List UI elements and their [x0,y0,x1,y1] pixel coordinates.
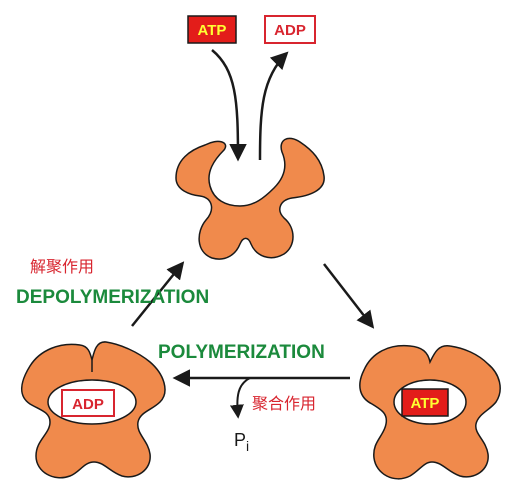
pi-label: Pi [234,430,249,454]
adp-tag-left: ADP [61,389,115,417]
depolymerization-label: DEPOLYMERIZATION [16,287,209,308]
pi-subscript: i [246,438,249,454]
polymerization-zh-label: 聚合作用 [252,394,316,413]
atp-tag-right: ATP [401,388,449,417]
hydrolysis-arrow-icon [323,263,375,329]
atp-label-right: ATP [411,395,440,412]
adp-tag-top: ADP [264,15,316,44]
pi-main: P [234,430,246,450]
polymerization-label: POLYMERIZATION [158,342,325,363]
depolymerization-arrow-icon [131,261,185,327]
atp-label-top: ATP [198,22,227,39]
pi-release-arrow-icon [229,377,251,419]
adp-label-top: ADP [274,22,306,39]
adp-label-left: ADP [72,396,104,413]
adp-out-arrow-icon [258,51,289,161]
top-monomer-icon [175,137,325,260]
atp-tag-top: ATP [187,15,237,44]
atp-in-arrow-icon [211,49,247,162]
depolymerization-zh-label: 解聚作用 [30,257,94,276]
